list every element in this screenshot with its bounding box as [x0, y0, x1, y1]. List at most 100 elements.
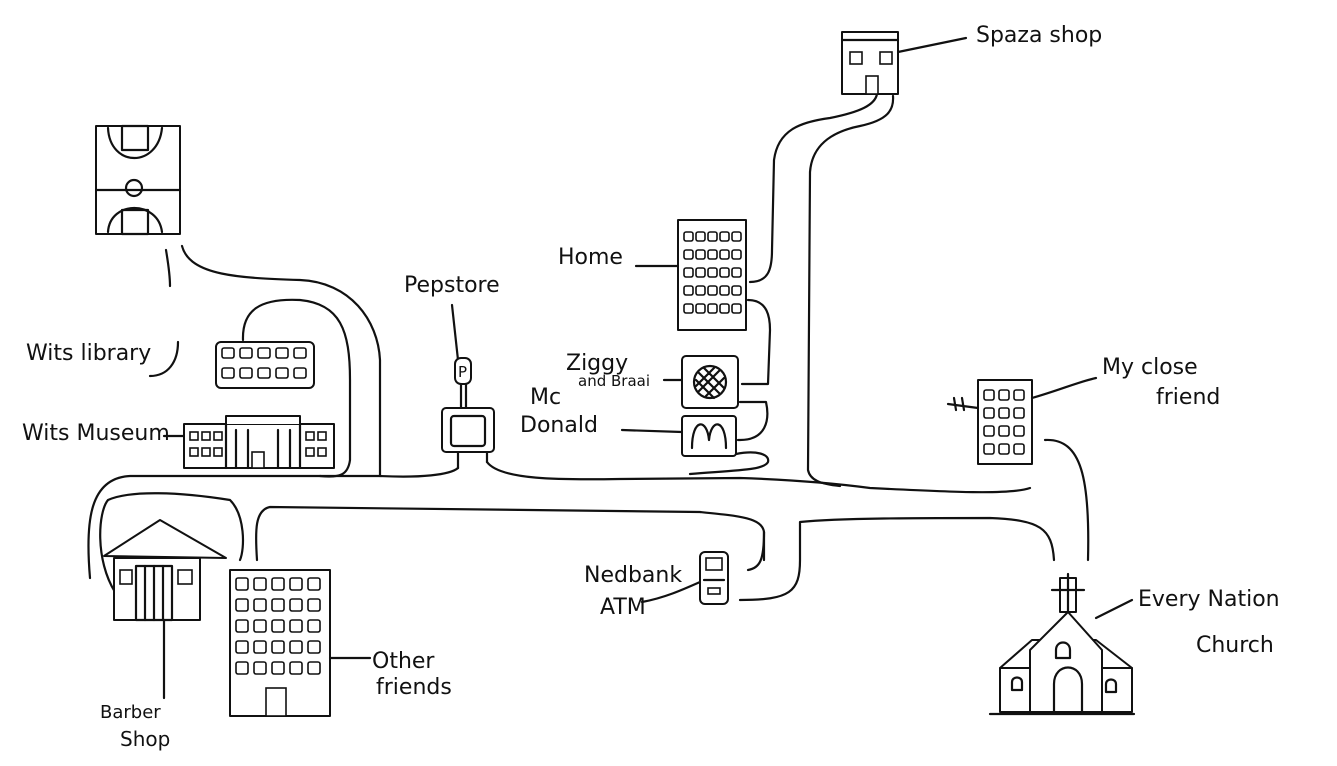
building-window — [289, 598, 303, 612]
building-window — [719, 267, 730, 278]
building-window — [731, 285, 742, 296]
building-window — [731, 249, 742, 260]
church-label-line1: Every Nation — [1138, 587, 1280, 612]
spaza-shop: Spaza shop — [840, 23, 1102, 95]
building-window — [1013, 443, 1025, 455]
building-window — [707, 285, 718, 296]
museum-building-icon — [183, 415, 335, 470]
nedbank-label-line2: ATM — [600, 595, 646, 620]
building-window — [221, 347, 235, 359]
building-window — [271, 661, 285, 675]
building-window — [731, 303, 742, 314]
library-building-icon — [215, 341, 315, 389]
building-window — [271, 619, 285, 633]
building-window — [235, 598, 249, 612]
building-window — [998, 425, 1010, 437]
building-window — [683, 231, 694, 242]
building-window — [983, 407, 995, 419]
church-label-line2: Church — [1196, 633, 1274, 658]
building-window — [253, 661, 267, 675]
wits-library: Wits library — [26, 340, 315, 389]
house-icon — [103, 519, 227, 622]
building-window — [707, 249, 718, 260]
building-window — [695, 267, 706, 278]
building-window — [239, 367, 253, 379]
building-window — [289, 640, 303, 654]
apartment-building-icon — [229, 569, 331, 717]
building-window — [271, 598, 285, 612]
building-window — [257, 347, 271, 359]
my-close-friend: My close friend — [946, 355, 1220, 465]
ziggy-and-braai: Ziggy and Braai — [566, 351, 739, 409]
nedbank-atm: Nedbank ATM — [584, 551, 729, 620]
building-window — [707, 303, 718, 314]
pepstore-label: Pepstore — [404, 273, 500, 298]
building-window — [271, 577, 285, 591]
building-window — [289, 619, 303, 633]
building-window — [235, 619, 249, 633]
building-window — [307, 640, 321, 654]
other-friends-label-line2: friends — [376, 675, 452, 700]
building-window — [293, 367, 307, 379]
building-window — [1013, 389, 1025, 401]
building-window — [695, 285, 706, 296]
wits-museum-label: Wits Museum — [22, 421, 170, 446]
road-to-spaza-left — [748, 92, 879, 284]
ziggy-label: Ziggy — [566, 351, 628, 376]
barber-shop: Barber Shop — [100, 519, 227, 751]
mcdonald-label-line1: Mc — [530, 385, 561, 410]
road-to-spaza-right — [806, 94, 895, 488]
building-window — [983, 443, 995, 455]
grill-icon — [681, 355, 739, 409]
building-window — [731, 231, 742, 242]
building-window — [707, 231, 718, 242]
other-friends-label-line1: Other — [372, 649, 435, 674]
building-window — [695, 249, 706, 260]
building-window — [239, 347, 253, 359]
mcdonalds-logo-icon — [681, 415, 737, 457]
store-sign-icon: P — [441, 357, 495, 453]
building-window — [307, 661, 321, 675]
building-window — [731, 267, 742, 278]
building-window — [983, 425, 995, 437]
building-window — [253, 577, 267, 591]
building-window — [1013, 425, 1025, 437]
main-road-upper-edge — [87, 438, 1090, 580]
building-window — [275, 367, 289, 379]
building-window — [719, 231, 730, 242]
building-window — [257, 367, 271, 379]
building-window — [293, 347, 307, 359]
building-window — [253, 598, 267, 612]
building-window — [1013, 407, 1025, 419]
building-window — [235, 640, 249, 654]
building-window — [307, 619, 321, 633]
building-window — [719, 249, 730, 260]
home-label: Home — [558, 245, 623, 270]
barber-label-line2: Shop — [120, 727, 170, 751]
building-window — [707, 267, 718, 278]
road-to-court — [164, 244, 382, 478]
apartment-building-icon — [977, 379, 1033, 465]
shop-icon — [840, 31, 900, 95]
road-ziggy-connector — [736, 400, 769, 442]
building-window — [253, 619, 267, 633]
building-window — [289, 661, 303, 675]
road-home-connector — [740, 298, 772, 386]
building-window — [289, 577, 303, 591]
building-window — [275, 347, 289, 359]
building-window — [683, 249, 694, 260]
building-window — [983, 389, 995, 401]
church-icon — [988, 572, 1136, 716]
roads — [87, 92, 1090, 602]
mcdonald-label-line2: Donald — [520, 413, 598, 438]
mcdonald: Mc Donald — [520, 385, 737, 457]
building-window — [695, 231, 706, 242]
building-window — [683, 267, 694, 278]
building-window — [683, 303, 694, 314]
other-friends: Other friends — [229, 569, 452, 717]
home: Home — [558, 219, 747, 331]
road-wits-loop — [241, 298, 352, 478]
building-window — [998, 407, 1010, 419]
ziggy-label-line2: and Braai — [578, 372, 650, 390]
